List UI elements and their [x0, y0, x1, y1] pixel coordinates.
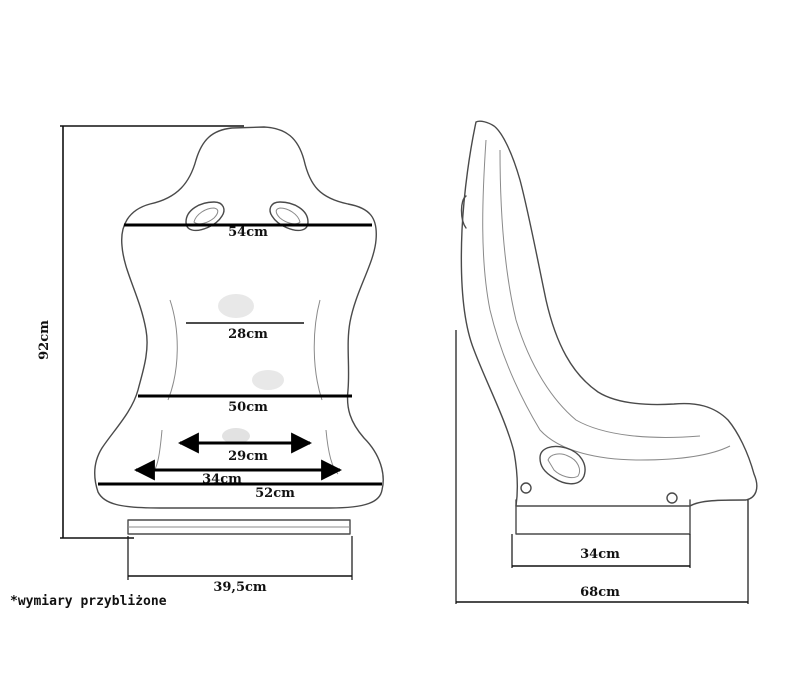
label-base-width: 52cm [255, 486, 295, 501]
label-mount-length: 34cm [580, 547, 620, 562]
dim-mount-width [127, 536, 353, 580]
belt-slot-left [185, 201, 225, 232]
label-headrest-width: 54cm [228, 225, 268, 240]
label-mount-width: 39,5cm [213, 580, 267, 595]
belt-slot-right [269, 201, 309, 232]
label-shoulder-width: 50cm [228, 400, 268, 415]
label-seat-inner-width: 29cm [228, 449, 268, 464]
dim-height [60, 125, 244, 539]
dim-mount-length [511, 534, 691, 568]
dim-depth [455, 330, 749, 604]
label-height: 92cm [37, 320, 52, 360]
label-depth: 68cm [580, 585, 620, 600]
approximate-dimensions-note: *wymiary przybliżone [10, 594, 167, 609]
side-seat-outline [460, 120, 758, 535]
label-seat-width: 34cm [202, 472, 242, 487]
label-back-inner-width: 28cm [228, 327, 268, 342]
